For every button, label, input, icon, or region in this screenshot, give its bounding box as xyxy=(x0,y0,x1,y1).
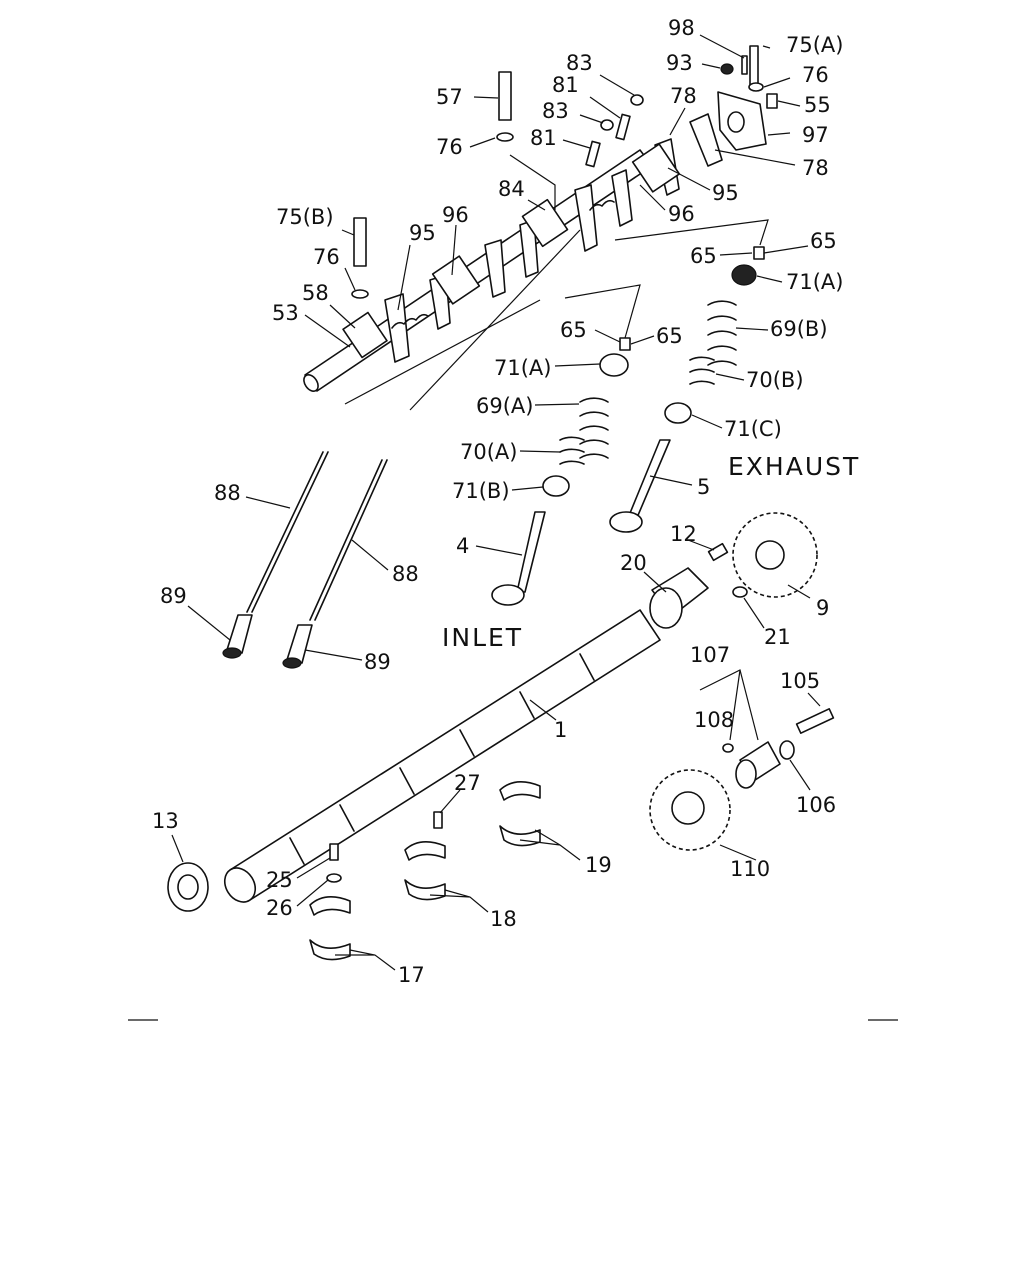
callout-65-a: 65 xyxy=(690,244,717,268)
seats-71b-71c xyxy=(542,402,692,497)
bracket-97 xyxy=(717,45,778,151)
callout-5: 5 xyxy=(697,475,710,499)
callout-96-left: 96 xyxy=(442,203,469,227)
callout-93: 93 xyxy=(666,51,693,75)
inlet-label: INLET xyxy=(442,623,523,652)
callout-55: 55 xyxy=(804,93,831,117)
callout-88-right: 88 xyxy=(392,562,419,586)
callout-27: 27 xyxy=(454,771,481,795)
callout-71c: 71(C) xyxy=(724,417,782,441)
callout-98: 98 xyxy=(668,16,695,40)
idler-gear-110 xyxy=(649,769,731,851)
callout-83-lower: 83 xyxy=(542,99,569,123)
callout-71a-upper: 71(A) xyxy=(786,270,843,294)
callout-57: 57 xyxy=(436,85,463,109)
callout-89-left: 89 xyxy=(160,584,187,608)
key-12-bolt-21 xyxy=(707,542,748,598)
rocker-springs xyxy=(391,199,615,329)
valve-4 xyxy=(491,511,546,606)
callout-76-right: 76 xyxy=(802,63,829,87)
callout-106: 106 xyxy=(796,793,836,817)
callout-53: 53 xyxy=(272,301,299,325)
callout-108: 108 xyxy=(694,708,734,732)
callout-81-upper: 81 xyxy=(552,73,579,97)
rocker-supports xyxy=(342,143,681,359)
rocker-shaft-53 xyxy=(303,149,653,392)
leader-lines xyxy=(128,34,898,1021)
callout-70b: 70(B) xyxy=(746,368,804,392)
callout-1: 1 xyxy=(554,718,567,742)
callout-107: 107 xyxy=(690,643,730,667)
callout-21: 21 xyxy=(764,625,791,649)
callout-71b: 71(B) xyxy=(452,479,510,503)
callout-75a: 75(A) xyxy=(786,33,843,57)
adjust-screws xyxy=(585,94,644,168)
thrust-plate-20 xyxy=(649,567,709,629)
callout-110: 110 xyxy=(730,857,770,881)
camshaft-1 xyxy=(223,609,661,903)
pushrods-88 xyxy=(246,229,581,621)
callout-13: 13 xyxy=(152,809,179,833)
callout-69b: 69(B) xyxy=(770,317,828,341)
callout-9: 9 xyxy=(816,596,829,620)
bush-13 xyxy=(167,862,209,912)
callout-69a: 69(A) xyxy=(476,394,533,418)
callout-19: 19 xyxy=(585,853,612,877)
tappets-89 xyxy=(222,614,313,669)
retainer-71a xyxy=(599,264,757,377)
callout-89-right: 89 xyxy=(364,650,391,674)
bolt-75b xyxy=(351,217,369,299)
callout-88-left: 88 xyxy=(214,481,241,505)
idler-shaft-107 xyxy=(722,708,835,789)
callout-95-left: 95 xyxy=(409,221,436,245)
callout-26: 26 xyxy=(266,896,293,920)
gear-9 xyxy=(732,512,818,598)
callout-78-upper: 78 xyxy=(670,84,697,108)
callout-84: 84 xyxy=(498,177,525,201)
callout-71a-lower: 71(A) xyxy=(494,356,551,380)
callout-18: 18 xyxy=(490,907,517,931)
bolts-25-27 xyxy=(326,811,443,883)
callout-75b: 75(B) xyxy=(276,205,334,229)
callout-81-lower: 81 xyxy=(530,126,557,150)
callout-12: 12 xyxy=(670,522,697,546)
callout-17: 17 xyxy=(398,963,425,987)
exhaust-label: EXHAUST xyxy=(728,452,860,481)
callout-4: 4 xyxy=(456,534,469,558)
callout-65-c: 65 xyxy=(560,318,587,342)
callout-95-right: 95 xyxy=(712,181,739,205)
bolt-57 xyxy=(496,71,514,142)
spring-69b-70b xyxy=(689,300,737,385)
callout-96-right: 96 xyxy=(668,202,695,226)
callout-25: 25 xyxy=(266,868,293,892)
callout-65-b: 65 xyxy=(810,229,837,253)
callout-97: 97 xyxy=(802,123,829,147)
valve-5 xyxy=(609,439,671,533)
bearings-17-18-19 xyxy=(309,781,541,961)
callout-58: 58 xyxy=(302,281,329,305)
callout-65-d: 65 xyxy=(656,324,683,348)
callout-76-left: 76 xyxy=(313,245,340,269)
callout-20: 20 xyxy=(620,551,647,575)
callout-labels: 98 75(A) 93 76 55 97 78 78 95 96 83 81 8… xyxy=(152,16,860,987)
callout-78-lower: 78 xyxy=(802,156,829,180)
callout-70a: 70(A) xyxy=(460,440,517,464)
callout-76-upper: 76 xyxy=(436,135,463,159)
callout-105: 105 xyxy=(780,669,820,693)
spring-69a-70a xyxy=(559,397,609,465)
callout-83-upper: 83 xyxy=(566,51,593,75)
